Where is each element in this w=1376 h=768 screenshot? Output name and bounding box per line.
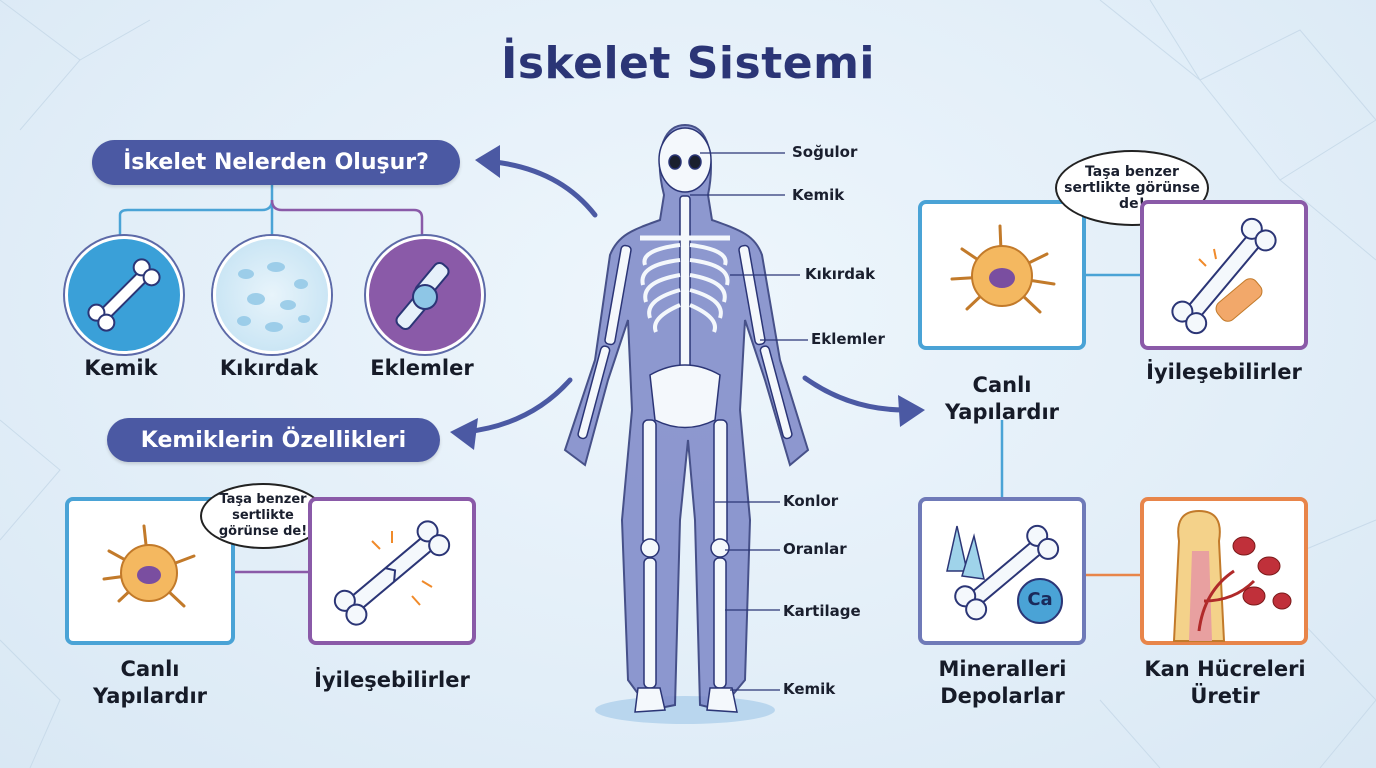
label-minerals: Mineralleri Depolarlar: [938, 657, 1067, 708]
skeleton-label: Eklemler: [811, 330, 885, 348]
arrow-to-composition: [492, 159, 598, 218]
skeleton-label: Kemik: [792, 186, 845, 204]
skeleton-label: Kartilage: [783, 602, 861, 620]
bone-cell-icon: [950, 224, 1056, 314]
card-blood-cells: [1140, 497, 1308, 645]
skeleton-label: Soğulor: [792, 143, 858, 161]
bone-marrow-blood-cells-icon: [1172, 509, 1292, 642]
page-title: İskelet Sistemi: [500, 38, 876, 89]
skeleton-label: Konlor: [783, 492, 839, 510]
label-kikirdak: Kıkırdak: [219, 356, 319, 380]
calcium-badge: Ca: [1027, 589, 1053, 610]
bone-icon: [87, 258, 161, 332]
joint-icon: [395, 261, 450, 331]
spine: [679, 195, 691, 377]
card-heal-left: [308, 497, 476, 645]
label-canli-left: Canlı Yapılardır: [93, 657, 207, 708]
label-iyilesebilirler-right: İyileşebilirler: [1146, 360, 1302, 384]
bone-cell-icon: [102, 524, 196, 608]
label-canli-right: Canlı Yapılardır: [945, 373, 1059, 424]
card-heal-right: [1140, 200, 1308, 350]
pelvis: [649, 364, 721, 429]
cartilage-circle: [213, 236, 331, 354]
broken-bone-icon: [333, 520, 451, 626]
skull: [658, 127, 712, 193]
skeleton-label: Oranlar: [783, 540, 847, 558]
card-minerals: Ca: [918, 497, 1086, 645]
joint-circle: [366, 236, 484, 354]
healing-bone-bandage-icon: [1171, 217, 1277, 335]
arrow-to-properties: [462, 377, 573, 435]
arrow-to-right: [802, 375, 908, 413]
label-kemik: Kemik: [84, 356, 158, 380]
floor-shadow: [595, 696, 775, 724]
bone-circle: [65, 236, 183, 354]
skeleton-figure: [563, 123, 810, 724]
thought-bubble-left: Taşa benzer sertlikte görünse de!: [200, 483, 326, 549]
skeleton-label: Kemik: [783, 680, 836, 698]
card-living-right: [918, 200, 1086, 350]
label-iyilesebilirler-left: İyileşebilirler: [314, 668, 470, 692]
cartilage-tissue-icon: [237, 262, 310, 332]
label-blood-cells: Kan Hücreleri Üretir: [1144, 657, 1306, 708]
properties-heading: Kemiklerin Özellikleri: [107, 418, 440, 462]
skeleton-label: Kıkırdak: [805, 265, 876, 283]
composition-heading: İskelet Nelerden Oluşur?: [92, 140, 460, 185]
minerals-calcium-icon: [946, 524, 1063, 624]
label-eklemler: Eklemler: [370, 356, 474, 380]
